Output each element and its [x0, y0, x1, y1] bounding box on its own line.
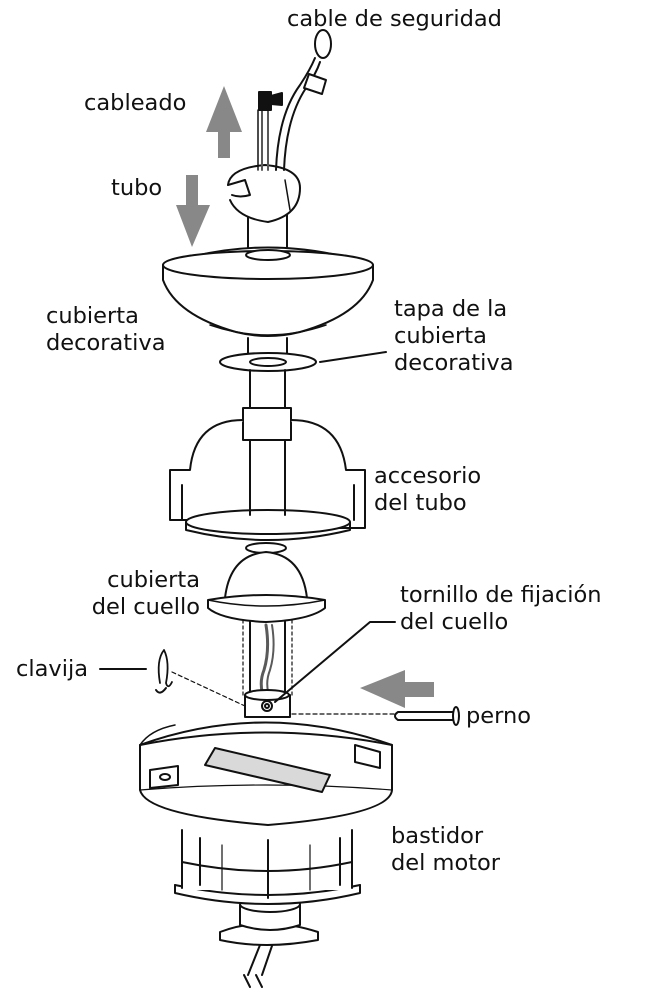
label-line: tapa de la [394, 296, 508, 322]
label-line: cubierta [394, 323, 487, 349]
arrow-left-icon [360, 670, 434, 708]
label-tapa-cubierta-decorativa: tapa de la cubierta decorativa [394, 296, 513, 377]
arrow-down-icon [176, 175, 210, 247]
label-cubierta-cuello: cubierta del cuello [60, 567, 200, 621]
label-tornillo-fijacion: tornillo de fijación del cuello [400, 582, 602, 636]
arrow-up-icon [206, 86, 242, 158]
hanger-pin [291, 706, 460, 726]
motor-housing [139, 721, 393, 988]
label-cubierta-decorativa: cubierta decorativa [46, 303, 165, 357]
label-line: decorativa [394, 350, 514, 376]
hairpin-clip [155, 649, 246, 707]
label-line: tornillo de fijación [400, 582, 602, 608]
label-clavija: clavija [16, 656, 89, 682]
label-line: del cuello [400, 609, 509, 635]
mounting-ball-and-canopy [162, 29, 387, 411]
collar-cover [207, 542, 326, 623]
label-line: decorativa [46, 330, 166, 356]
label-perno: perno [466, 703, 532, 729]
label-accesorio-tubo: accesorio del tubo [374, 463, 481, 517]
label-line: cubierta [46, 303, 139, 329]
downrod-lower [242, 619, 293, 718]
label-cableado: cableado [84, 90, 187, 116]
label-tubo: tubo [111, 175, 163, 201]
label-cable-de-seguridad: cable de seguridad [287, 6, 502, 32]
leader-tornillo [274, 621, 396, 703]
label-line: del motor [391, 850, 501, 876]
label-line: del tubo [374, 490, 467, 516]
label-bastidor-motor: bastidor del motor [391, 823, 500, 877]
label-line: accesorio [374, 463, 482, 489]
label-line: del cuello [91, 594, 200, 620]
label-line: cubierta [107, 567, 200, 593]
label-line: bastidor [391, 823, 484, 849]
downrod-bracket [169, 407, 366, 541]
